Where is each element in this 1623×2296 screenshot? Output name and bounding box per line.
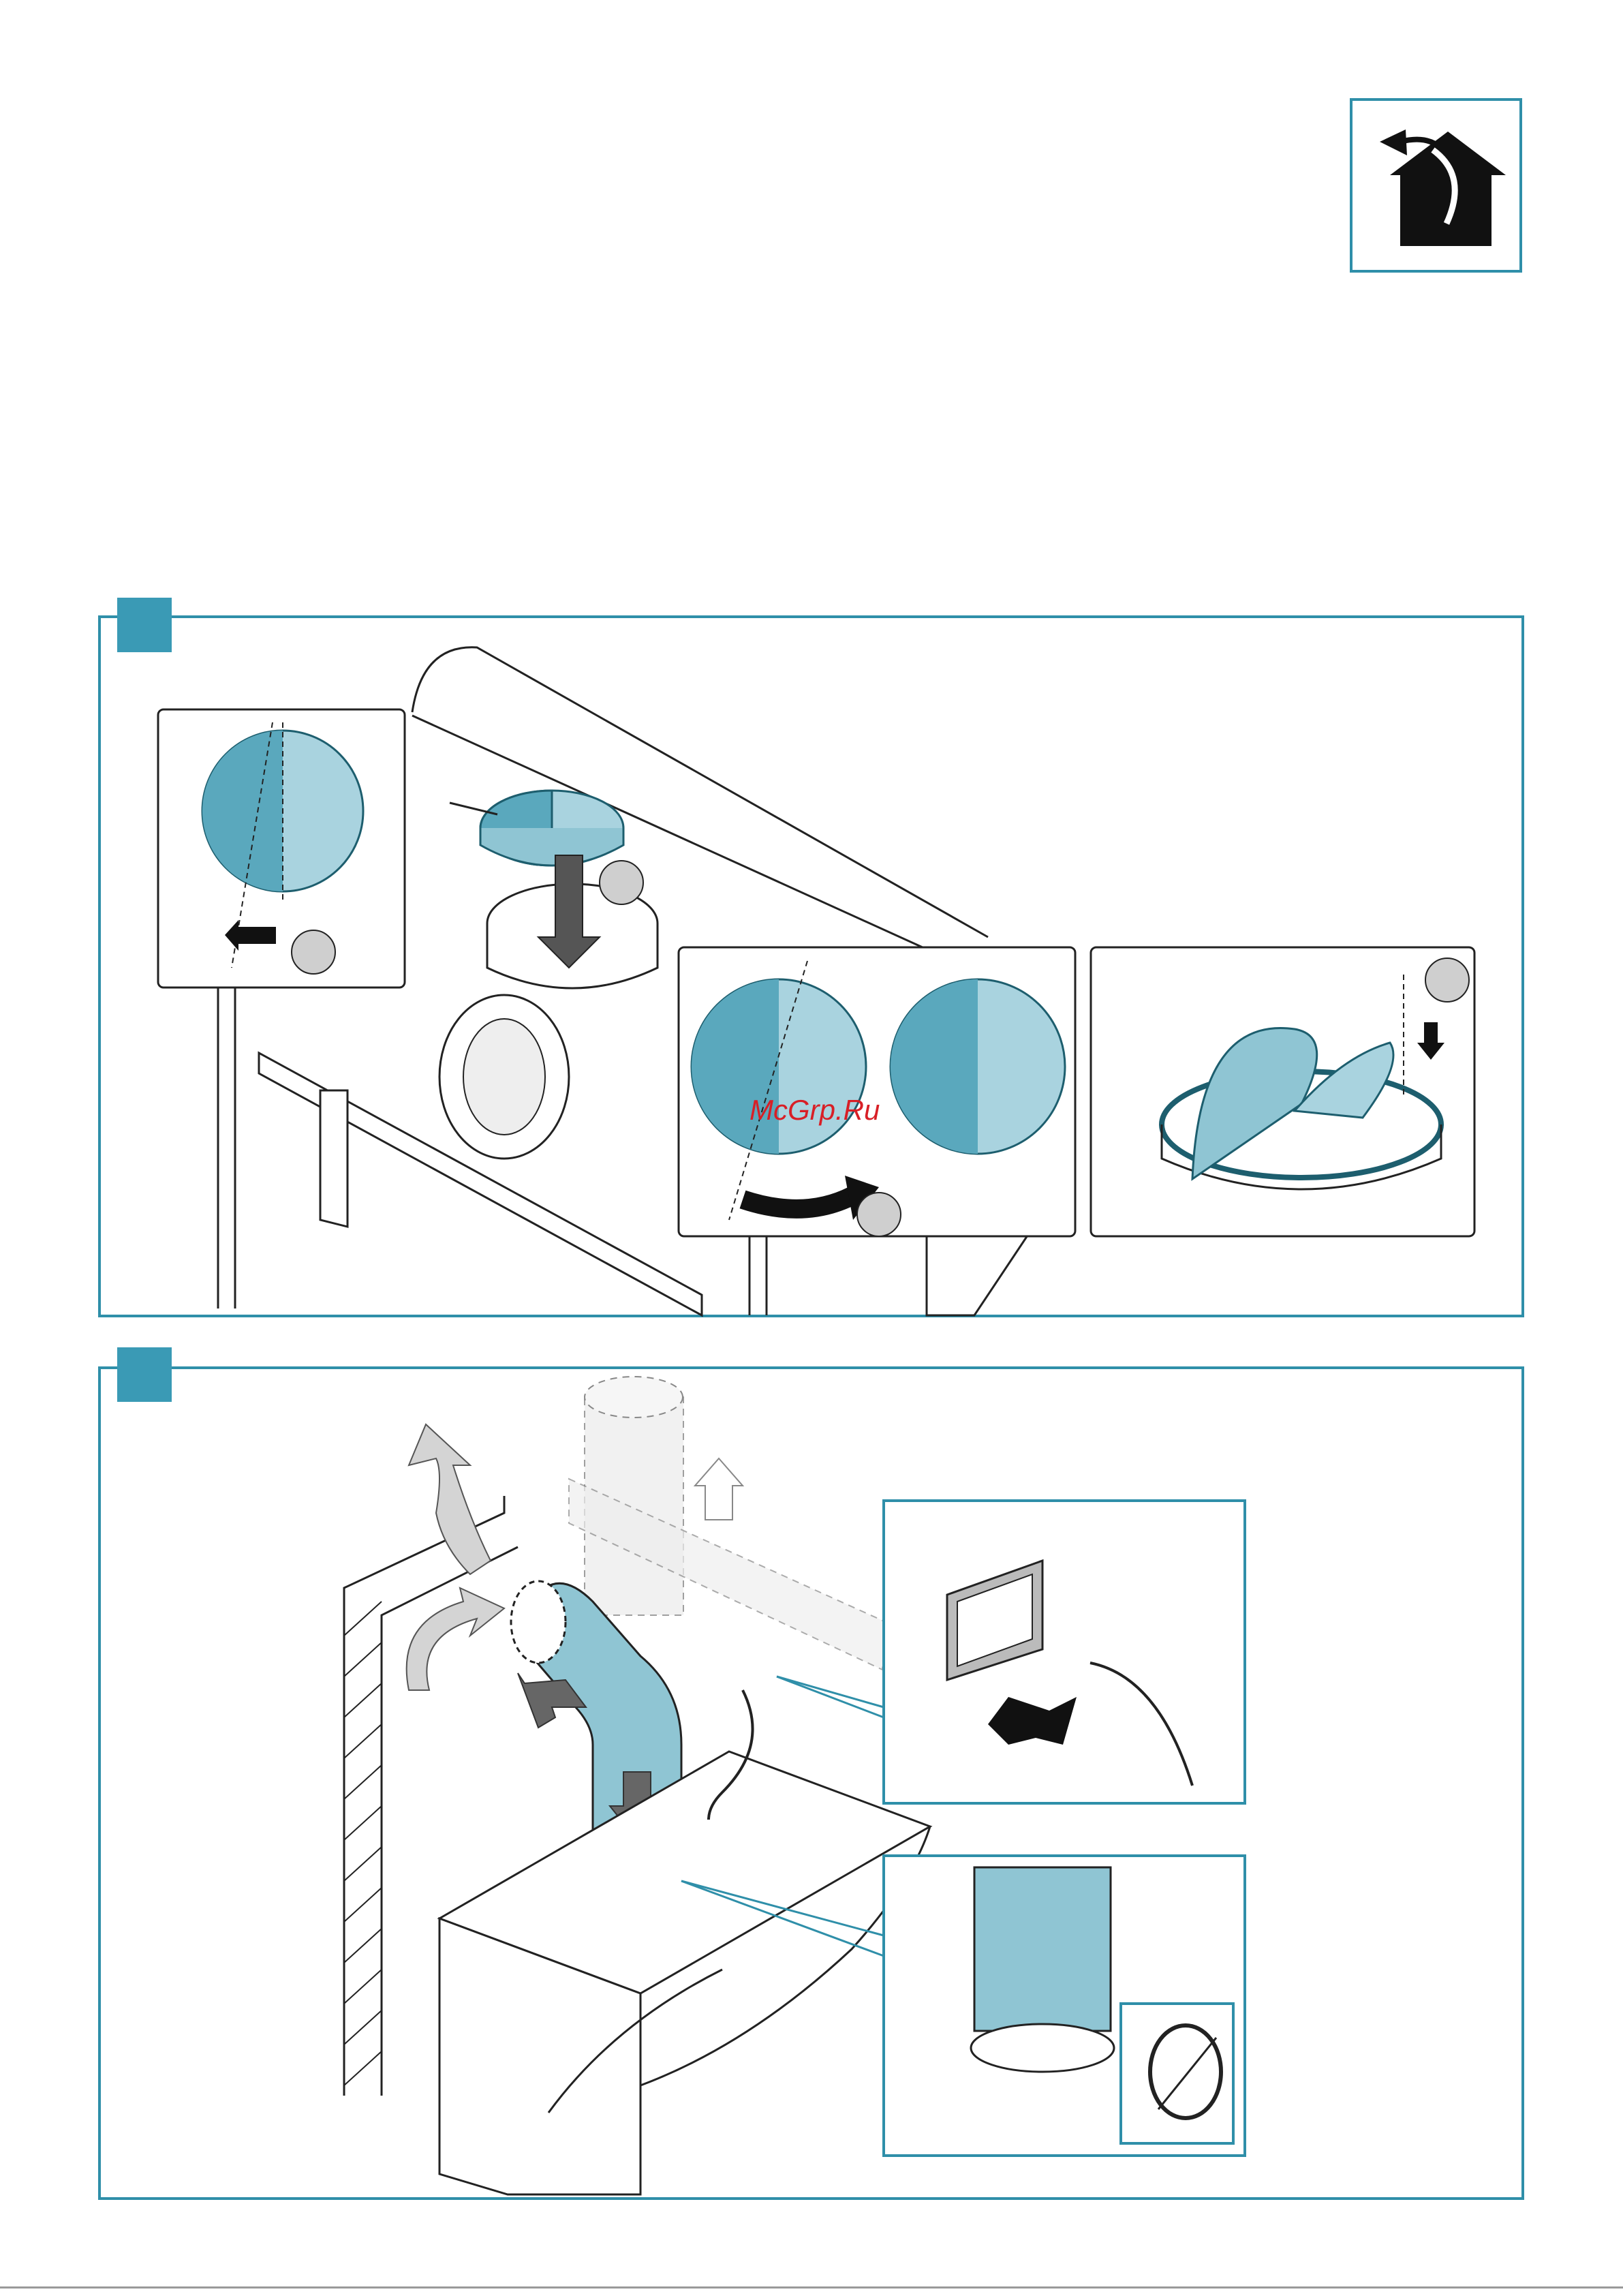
up-arrow-ghost xyxy=(695,1458,743,1520)
rotation-arrow xyxy=(407,1588,504,1690)
hood xyxy=(439,1751,930,2194)
inset-socket xyxy=(884,1501,1245,1803)
footer-line xyxy=(0,2286,1623,2289)
ghost-duct xyxy=(569,1377,886,1670)
inset-duct-collar xyxy=(884,1856,1245,2156)
